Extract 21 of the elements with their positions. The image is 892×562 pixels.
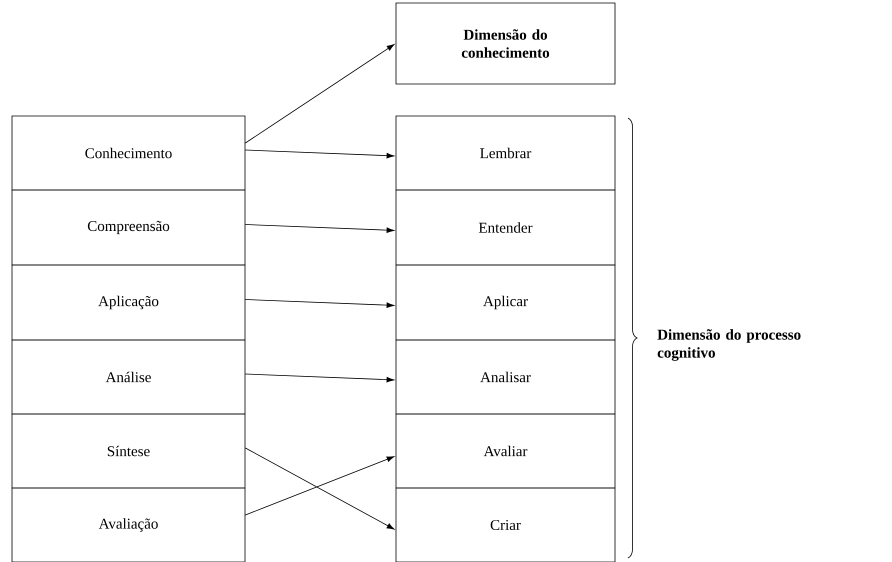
table-cell: Aplicação [12, 264, 246, 340]
table-cell: Analisar [396, 340, 616, 414]
arrow [245, 374, 394, 382]
arrow [245, 44, 394, 144]
table-cell: Análise [12, 340, 246, 414]
arrow [245, 150, 394, 158]
arrow [245, 456, 394, 516]
table-cell: Avaliação [12, 488, 246, 562]
table-cell: Aplicar [396, 264, 616, 340]
arrow [245, 299, 394, 308]
table-cell: Avaliar [396, 414, 616, 488]
arrow [245, 224, 394, 233]
arrow [245, 448, 394, 530]
text-box: Dimensão do conhecimento [396, 2, 616, 84]
table-cell: Entender [396, 190, 616, 266]
table-cell: Lembrar [396, 116, 616, 190]
table-cell: Compreensão [12, 190, 246, 266]
brace-label: Dimensão do processo cognitivo [657, 329, 801, 361]
table-cell: Criar [396, 488, 616, 562]
table-cell: Conhecimento [12, 116, 246, 190]
table-cell: Síntese [12, 414, 246, 488]
